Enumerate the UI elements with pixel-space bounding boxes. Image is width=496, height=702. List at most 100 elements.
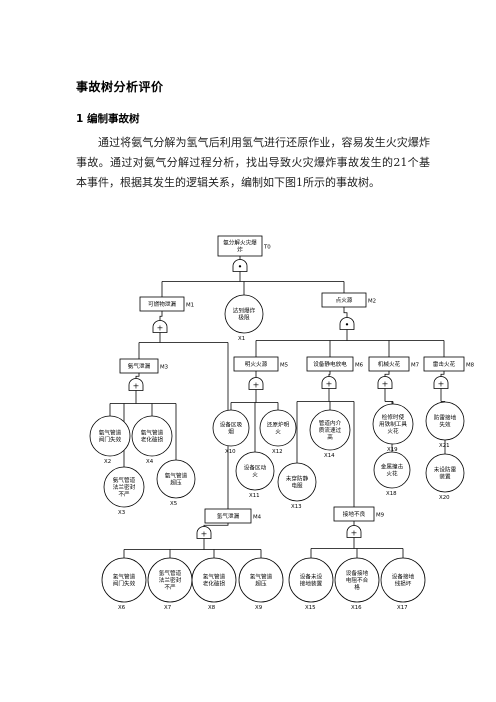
svg-text:+: + — [253, 381, 260, 390]
event-T0-label: 炸 — [237, 246, 243, 254]
body-paragraph: 通过将氨气分解为氢气后利用氢气进行还原作业，容易发生火灾爆炸事故。通过对氨气分解… — [76, 136, 430, 189]
svg-text:+: + — [351, 529, 358, 538]
gate-and-G0: • — [232, 259, 248, 272]
basic-event-X19-label: 用铁制工具 — [379, 420, 407, 428]
event-M7-code: M7 — [411, 363, 419, 369]
basic-event-X3-label: 氨气管道 — [113, 476, 136, 484]
basic-event-X20-label: 未设防雷 — [434, 466, 457, 474]
basic-event-X15-label: 接地装置 — [300, 580, 323, 588]
event-M6-code: M6 — [355, 363, 364, 369]
gate-or-G6: + — [321, 376, 337, 389]
basic-event-X15-code: X15 — [305, 605, 316, 611]
event-T0-code: T0 — [263, 245, 271, 251]
event-M5: 明火火源 M5 — [233, 356, 288, 372]
basic-event-X13-label: 未穿防静 — [286, 475, 309, 483]
event-M7-label: 机械火花 — [378, 360, 401, 368]
basic-event-X21-label: 失效 — [439, 421, 451, 429]
event-M2: 点火源 M2 — [321, 292, 376, 308]
basic-event-X7-label: 法兰密封 — [159, 576, 182, 584]
basic-event-X14-label: 管道内介 — [319, 419, 342, 427]
event-M3-label: 氨气泄漏 — [128, 362, 151, 370]
basic-event-X16-label: 设备接地 — [346, 569, 369, 577]
basic-event-X1-code: X1 — [238, 336, 245, 342]
basic-event-X16-label: 格 — [354, 583, 360, 591]
basic-event-X12-label: 火 — [275, 429, 281, 436]
event-M3: 氨气泄漏 M3 — [119, 358, 168, 374]
basic-event-X2-label: 氨气管道 — [99, 429, 122, 437]
gate-or-G7: + — [377, 376, 393, 389]
event-M3-code: M3 — [160, 365, 168, 371]
basic-event-X20-code: X20 — [439, 495, 450, 501]
basic-event-X18-label: 金属撞击 — [381, 463, 404, 471]
event-M1-code: M1 — [186, 303, 194, 309]
gate-or-G9: + — [346, 525, 362, 538]
basic-event-X8-label: 老化破损 — [203, 580, 226, 588]
event-M6-label: 设备静电放电 — [313, 360, 347, 368]
basic-event-X2-label: 阀门失效 — [99, 436, 122, 444]
event-M9-code: M9 — [376, 513, 385, 519]
basic-event-X14-code: X14 — [324, 453, 335, 459]
basic-event-X10-label: 烟 — [228, 428, 234, 436]
basic-event-X1-label: 极限 — [238, 314, 250, 322]
svg-text:+: + — [201, 530, 208, 539]
event-M5-code: M5 — [280, 363, 288, 369]
basic-event-X5-label: 氨气管道 — [165, 472, 188, 480]
basic-event-X11-label: 火 — [252, 472, 258, 479]
basic-event-X3-code: X3 — [118, 510, 125, 516]
basic-event-X17-label: 设备接地 — [392, 573, 415, 581]
event-M5-label: 明火火源 — [245, 360, 268, 368]
basic-event-X10-code: X10 — [225, 449, 236, 455]
basic-event-X11-code: X11 — [249, 493, 260, 499]
basic-event-X18-code: X18 — [386, 491, 397, 497]
basic-event-X3-label: 不严 — [118, 491, 130, 498]
basic-event-X9-label: 超压 — [255, 580, 267, 588]
basic-event-X18-label: 火花 — [386, 470, 398, 478]
basic-event-X1-label: 达到爆炸 — [233, 307, 256, 315]
basic-event-X14-label: 质流速过 — [319, 426, 342, 434]
basic-event-X9-code: X9 — [255, 605, 263, 611]
basic-event-X15-label: 设备未设 — [300, 573, 323, 581]
basic-event-X17-label: 线损坏 — [395, 580, 412, 588]
gate-or-G3: + — [128, 378, 144, 391]
basic-event-X5-code: X5 — [170, 501, 177, 507]
event-M6: 设备静电放电 M6 — [306, 356, 364, 372]
event-T0-label: 氨分解火灾爆 — [223, 239, 257, 247]
basic-event-X19-label: 检修时使 — [382, 413, 405, 421]
svg-text:+: + — [133, 382, 140, 391]
basic-event-X7-label: 氢气管道 — [159, 569, 182, 577]
basic-event-X12-code: X12 — [272, 449, 283, 455]
event-M8-label: 雷击火花 — [433, 360, 456, 368]
svg-text:+: + — [438, 380, 445, 389]
basic-event-X8-code: X8 — [208, 605, 216, 611]
event-M2-code: M2 — [368, 299, 376, 305]
svg-text:•: • — [345, 321, 350, 330]
basic-event-X4-label: 老化破损 — [141, 436, 164, 444]
basic-event-X21-label: 防雷接地 — [434, 414, 457, 422]
basic-event-X6-label: 阀门失效 — [113, 580, 136, 588]
basic-event-X5-label: 超压 — [170, 479, 182, 487]
basic-event-X16-code: X16 — [351, 605, 362, 611]
event-M4-label: 氢气泄漏 — [217, 512, 240, 520]
basic-event-X13-code: X13 — [291, 504, 302, 510]
basic-event-X19-code: X19 — [387, 447, 398, 453]
basic-event-X7-label: 不严 — [164, 584, 176, 591]
link-M7-G7 — [384, 371, 390, 378]
event-M4-code: M4 — [253, 515, 262, 521]
basic-event-X4-label: 氨气管道 — [141, 429, 164, 437]
basic-event-X8-label: 氢气管道 — [203, 573, 226, 581]
event-M2-label: 点火源 — [336, 296, 353, 304]
svg-text:+: + — [157, 324, 164, 333]
link-M3-G3 — [135, 373, 140, 380]
